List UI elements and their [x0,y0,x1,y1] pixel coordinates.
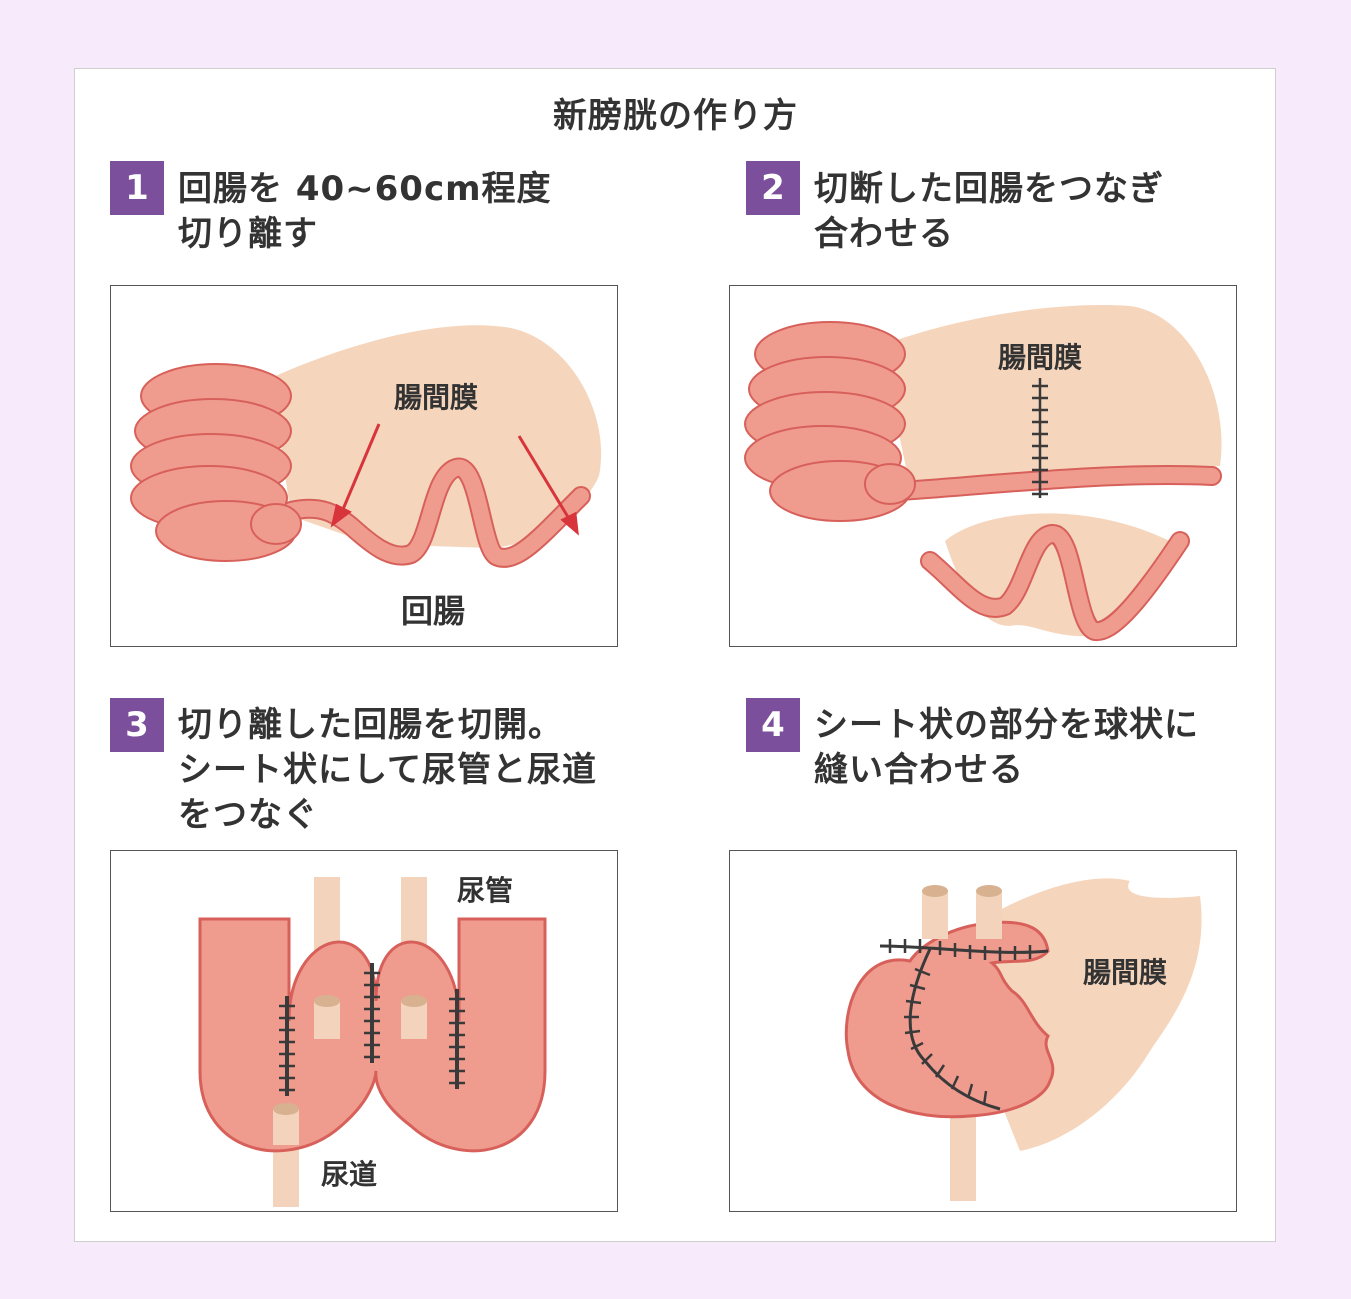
step-description: 切断した回腸をつなぎ 合わせる [814,169,1164,254]
ileum-rejoin-diagram [744,305,1222,641]
mesentery-shape [271,325,602,548]
ureter-tubes [922,891,1002,939]
mesentery-label: 腸間膜 [394,381,479,414]
illustration-panel: 腸間膜 回腸 [110,285,618,647]
arrows [330,423,579,536]
illustration-panel: 腸間膜 [729,850,1237,1212]
tube-openings [273,1001,427,1145]
mesentery-shape [880,305,1222,486]
neobladder-diagram [844,878,1202,1201]
step-number-badge: 4 [746,698,800,752]
illustration-panel: 腸間膜 [729,285,1237,647]
page-title: 新膀胱の作り方 [553,96,798,136]
suture-lines [285,963,459,1096]
ileum-cut-diagram [130,325,602,568]
step-number-badge: 1 [110,161,164,215]
step-number-badge: 2 [746,161,800,215]
step-description: 切り離した回腸を切開。 シート状にして尿管と尿道 をつなぐ [178,705,597,835]
coiled-intestine [744,321,916,522]
ileum-label: 回腸 [401,592,466,630]
illustration-panel: 尿管 尿道 [110,850,618,1212]
suture-line [1032,378,1048,498]
step-description: シート状の部分を球状に 縫い合わせる [814,705,1199,790]
urethra-label: 尿道 [321,1158,378,1191]
ureter-label: 尿管 [457,874,514,907]
mesentery-label: 腸間膜 [1083,956,1168,989]
step-number-badge: 3 [110,698,164,752]
coiled-intestine [130,363,302,562]
mesentery-label: 腸間膜 [998,341,1083,374]
step-description: 回腸を 40~60cm程度 切り離す [178,169,552,254]
ileum-sheet-diagram [198,877,547,1207]
bladder-shape [844,920,1055,1119]
